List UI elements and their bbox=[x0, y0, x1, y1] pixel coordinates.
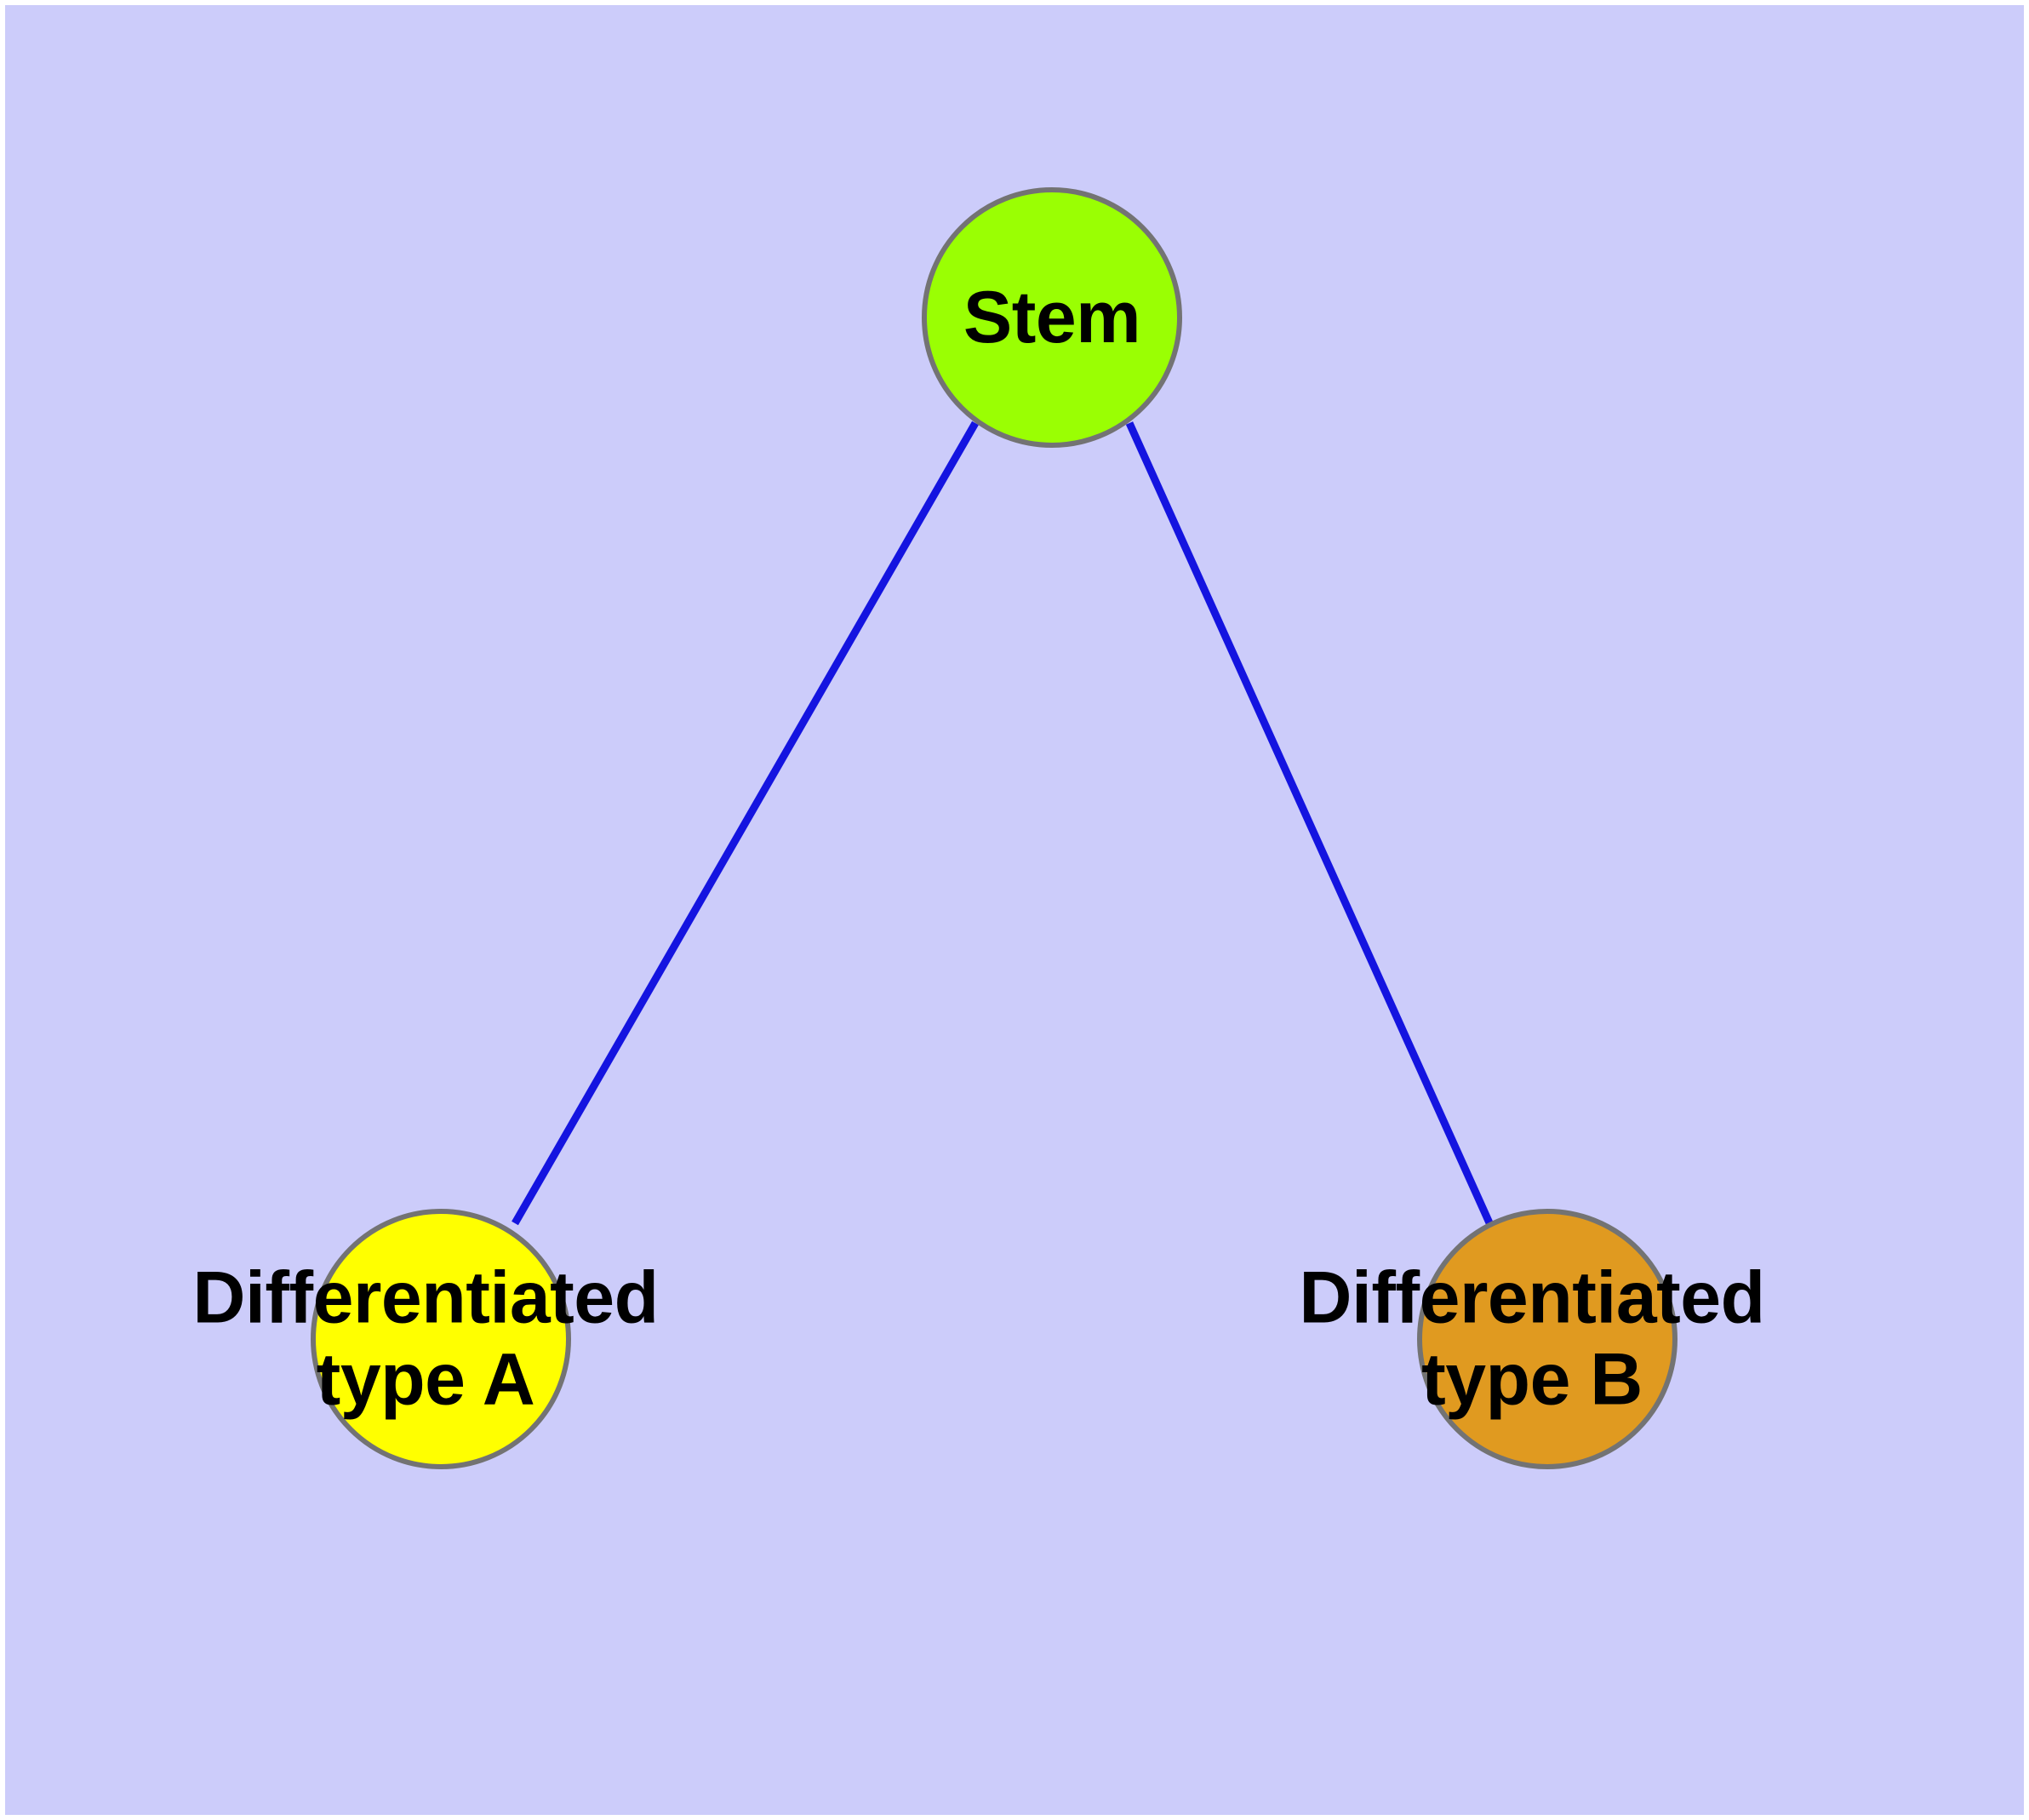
edge-stem-to-differentiated-type-b bbox=[1125, 421, 1495, 1228]
edge-layer bbox=[512, 421, 1495, 1228]
node-layer bbox=[311, 187, 1677, 1469]
node-differentiated-type-b[interactable] bbox=[1417, 1209, 1677, 1469]
edge-stem-to-differentiated-type-a bbox=[512, 421, 979, 1226]
node-stem[interactable] bbox=[922, 187, 1182, 448]
node-differentiated-type-a[interactable] bbox=[311, 1209, 571, 1469]
